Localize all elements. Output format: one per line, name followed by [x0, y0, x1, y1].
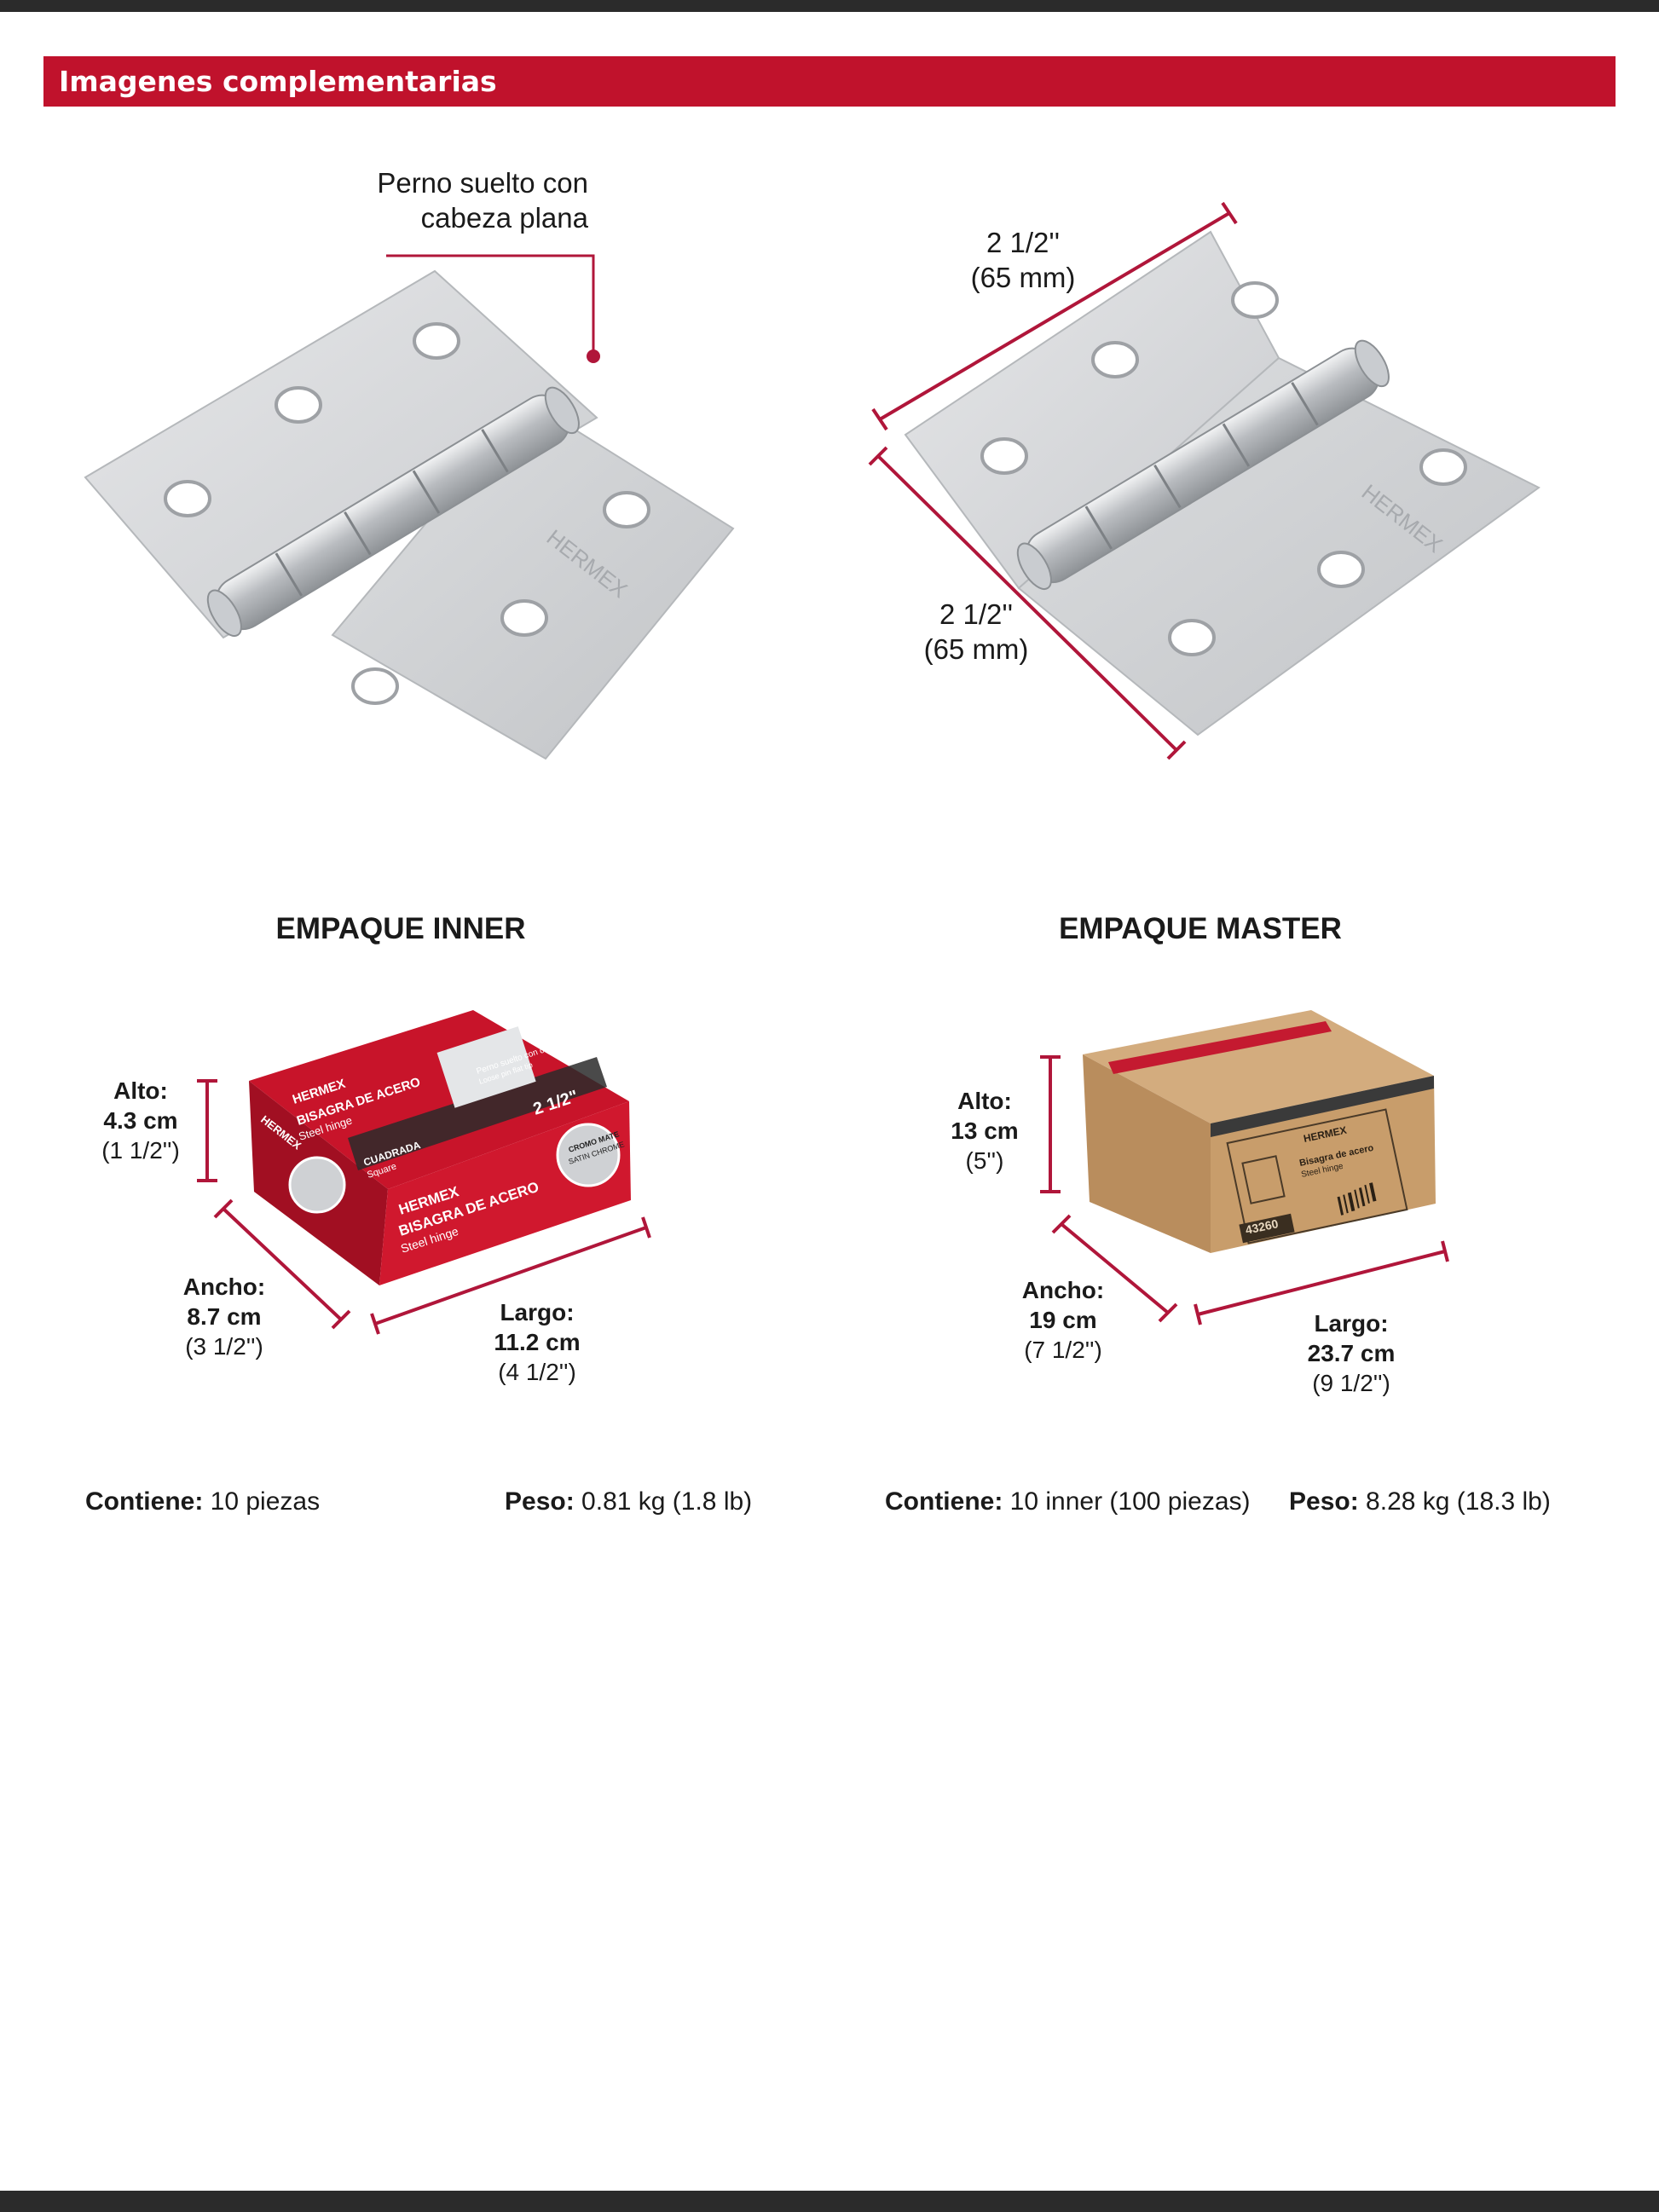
dimension-top-label: 2 1/2'' (65 mm) [955, 225, 1091, 296]
inner-box-image: HERMEX BISAGRA DE ACERO Steel hinge CUAD… [249, 1010, 631, 1285]
pin-callout-line2: cabeza plana [420, 202, 588, 234]
master-title: EMPAQUE MASTER [1059, 912, 1342, 945]
master-dimension-lines [1040, 1055, 1449, 1325]
inner-weight: Peso: 0.81 kg (1.8 lb) [505, 1487, 752, 1516]
master-alto-heading: Alto: [957, 1088, 1012, 1114]
pin-callout-line1: Perno suelto con [377, 167, 588, 199]
hinge-left-image: HERMEX [84, 269, 735, 760]
inner-alto-label: Alto: 4.3 cm (1 1/2'') [85, 1076, 196, 1165]
inner-alto-value: 4.3 cm [103, 1107, 178, 1134]
callout-leader [386, 254, 600, 363]
inner-ancho-label: Ancho: 8.7 cm (3 1/2'') [169, 1272, 280, 1361]
inner-contains-value: 10 piezas [210, 1487, 321, 1516]
master-ancho-heading: Ancho: [1021, 1277, 1105, 1303]
pin-callout: Perno suelto con cabeza plana [324, 165, 588, 236]
inner-largo-heading: Largo: [500, 1299, 575, 1325]
dimension-side-metric: (65 mm) [923, 633, 1029, 666]
master-weight-label: Peso: [1289, 1487, 1359, 1516]
master-weight: Peso: 8.28 kg (18.3 lb) [1289, 1487, 1551, 1516]
inner-alto-inch: (1 1/2'') [101, 1137, 180, 1164]
dimension-side-value: 2 1/2'' [939, 598, 1013, 630]
inner-ancho-heading: Ancho: [182, 1273, 266, 1300]
master-contains: Contiene: 10 inner (100 piezas) [885, 1487, 1251, 1516]
master-ancho-value: 19 cm [1029, 1307, 1097, 1333]
master-contains-value: 10 inner (100 piezas) [1009, 1487, 1251, 1516]
master-largo-value: 23.7 cm [1307, 1340, 1396, 1366]
inner-alto-heading: Alto: [113, 1077, 168, 1104]
inner-ancho-inch: (3 1/2'') [185, 1333, 263, 1360]
master-contains-label: Contiene: [885, 1487, 1003, 1516]
master-box-code: 43260 [1244, 1216, 1280, 1237]
inner-weight-value: 0.81 kg (1.8 lb) [581, 1487, 753, 1516]
top-bar [0, 0, 1659, 12]
hinge-right-image: HERMEX [904, 230, 1540, 736]
master-alto-value: 13 cm [951, 1118, 1019, 1144]
bottom-bar [0, 2191, 1659, 2212]
master-largo-inch: (9 1/2'') [1312, 1370, 1390, 1396]
master-ancho-label: Ancho: 19 cm (7 1/2'') [1008, 1275, 1119, 1365]
inner-contains-label: Contiene: [85, 1487, 204, 1516]
inner-title: EMPAQUE INNER [275, 912, 526, 945]
inner-largo-value: 11.2 cm [494, 1329, 581, 1355]
master-ancho-inch: (7 1/2'') [1024, 1337, 1102, 1363]
inner-weight-label: Peso: [505, 1487, 575, 1516]
dimension-top-metric: (65 mm) [970, 262, 1076, 294]
dimension-top-value: 2 1/2'' [986, 227, 1060, 258]
section-header: Imagenes complementarias [43, 56, 1616, 107]
master-weight-value: 8.28 kg (18.3 lb) [1366, 1487, 1551, 1516]
inner-largo-inch: (4 1/2'') [498, 1359, 576, 1385]
inner-ancho-value: 8.7 cm [187, 1303, 262, 1330]
inner-dimension-lines [197, 1079, 651, 1335]
inner-contains: Contiene: 10 piezas [85, 1487, 320, 1516]
hinge-dimension-lines [868, 201, 1238, 760]
master-largo-heading: Largo: [1314, 1310, 1389, 1337]
inner-largo-label: Largo: 11.2 cm (4 1/2'') [477, 1297, 597, 1387]
dimension-side-label: 2 1/2'' (65 mm) [908, 597, 1044, 667]
section-title: Imagenes complementarias [59, 65, 497, 98]
master-box-image: HERMEX Bisagra de acero Steel hinge 4326… [1083, 1010, 1436, 1253]
master-alto-inch: (5'') [965, 1147, 1004, 1174]
master-largo-label: Largo: 23.7 cm (9 1/2'') [1292, 1308, 1411, 1398]
master-alto-label: Alto: 13 cm (5'') [929, 1086, 1040, 1175]
